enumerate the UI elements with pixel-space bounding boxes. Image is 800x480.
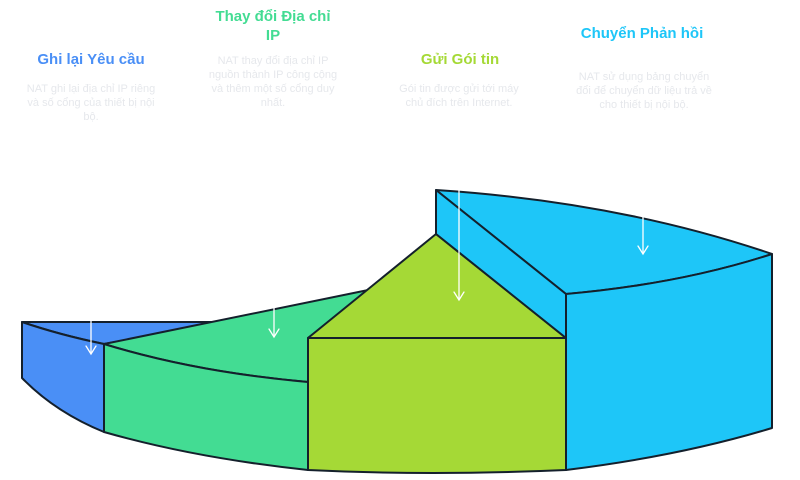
arrow-step-1 (85, 135, 97, 356)
arrow-step-2 (268, 133, 280, 339)
step-1-description: NAT ghi lại địa chỉ IP riêng và số cổng … (26, 83, 156, 123)
step-3-description: Gói tin được gửi tới máy chủ đích trên I… (399, 83, 519, 109)
step-3-title: Gửi Gói tin (420, 51, 500, 68)
arrow-step-3 (453, 133, 465, 302)
segment-send-packet-side (307, 337, 567, 474)
step-2-description: NAT thay đổi địa chỉ IP nguồn thành IP c… (208, 55, 338, 109)
step-2-title: Thay đổi Địa chỉ IP (215, 8, 331, 44)
step-4-title: Chuyển Phản hồi (580, 25, 704, 42)
step-4-description: NAT sử dụng bảng chuyển đổi để chuyển dữ… (576, 71, 712, 111)
segment-forward-response-side (565, 253, 773, 471)
step-1-title: Ghi lại Yêu cầu (37, 51, 145, 68)
arrow-step-4 (637, 133, 649, 256)
